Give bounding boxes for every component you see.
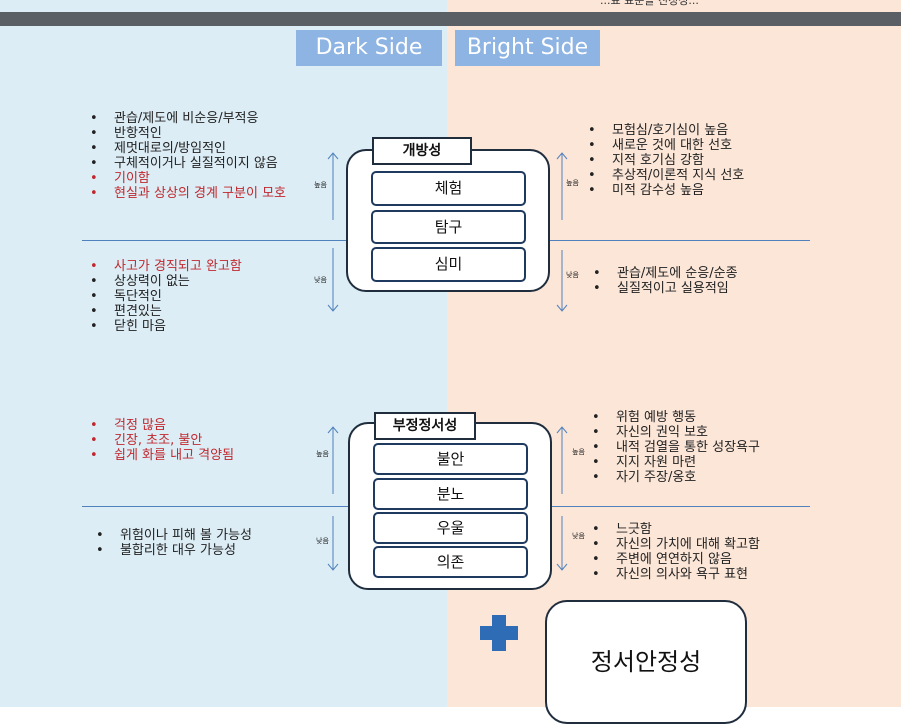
- list-item: 위험이나 피해 볼 가능성: [96, 528, 326, 543]
- bright-side-tab: Bright Side: [455, 30, 600, 66]
- top-bar: [0, 12, 901, 26]
- facet-depression: 우울: [373, 512, 528, 544]
- list-item: 관습/제도에 순응/순종: [593, 266, 793, 281]
- neuroticism-dark-arrow: [327, 426, 339, 571]
- neuroticism-dark-low-list: 위험이나 피해 볼 가능성불합리한 대우 가능성: [96, 528, 326, 558]
- neuroticism-title: 부정정서성: [374, 412, 476, 440]
- list-item: 지지 자원 마련: [592, 455, 807, 470]
- neuroticism-bright-low-label: 낮음: [572, 532, 585, 540]
- list-item: 걱정 많음: [90, 418, 300, 433]
- list-item: 자기 주장/옹호: [592, 470, 807, 485]
- neuroticism-bright-high-list: 위험 예방 행동자신의 권익 보호내적 검열을 통한 성장욕구지지 자원 마련자…: [592, 410, 807, 485]
- list-item: 느긋함: [592, 522, 807, 537]
- list-item: 모험심/호기심이 높음: [588, 123, 798, 138]
- list-item: 자신의 가치에 대해 확고함: [592, 537, 807, 552]
- list-item: 실질적이고 실용적임: [593, 281, 793, 296]
- openness-dark-low-label: 낮음: [314, 276, 327, 284]
- list-item: 내적 검열을 통한 성장욕구: [592, 440, 807, 455]
- openness-dark-high-label: 높음: [314, 181, 327, 189]
- openness-dark-low-list: 사고가 경직되고 완고함상상력이 없는독단적인편견있는닫힌 마음: [90, 259, 300, 334]
- top-text: ...표 표준을 진정성...: [600, 0, 699, 7]
- list-item: 편견있는: [90, 304, 300, 319]
- facet-anxiety: 불안: [373, 443, 528, 475]
- openness-dark-high-list: 관습/제도에 비순응/부적응반항적인제멋대로의/방임적인구체적이거나 실질적이지…: [90, 111, 290, 201]
- neuroticism-bright-high-label: 높음: [572, 448, 585, 456]
- facet-dependence: 의존: [373, 546, 528, 578]
- list-item: 자신의 권익 보호: [592, 425, 807, 440]
- openness-title: 개방성: [372, 137, 472, 165]
- openness-dark-arrow: [327, 152, 339, 312]
- list-item: 구체적이거나 실질적이지 않음: [90, 156, 290, 171]
- list-item: 추상적/이론적 지식 선호: [588, 168, 798, 183]
- list-item: 쉽게 화를 내고 격양됨: [90, 448, 300, 463]
- list-item: 자신의 의사와 욕구 표현: [592, 567, 807, 582]
- emotional-stability-box: 정서안정성: [545, 600, 747, 724]
- neuroticism-dark-high-label: 높음: [316, 450, 329, 458]
- facet-anger: 분노: [373, 478, 528, 510]
- list-item: 새로운 것에 대한 선호: [588, 138, 798, 153]
- openness-bright-low-label: 낮음: [566, 271, 579, 279]
- facet-exploration: 탐구: [371, 210, 526, 244]
- neuroticism-bright-arrow: [556, 426, 568, 571]
- list-item: 미적 감수성 높음: [588, 183, 798, 198]
- dark-side-panel: [0, 0, 447, 707]
- openness-bright-low-list: 관습/제도에 순응/순종실질적이고 실용적임: [593, 266, 793, 296]
- list-item: 제멋대로의/방임적인: [90, 141, 290, 156]
- facet-aesthetic: 심미: [371, 247, 526, 282]
- list-item: 현실과 상상의 경계 구분이 모호: [90, 186, 290, 201]
- list-item: 기이함: [90, 171, 290, 186]
- list-item: 반항적인: [90, 126, 290, 141]
- dark-side-tab: Dark Side: [296, 30, 442, 66]
- neuroticism-dark-low-label: 낮음: [316, 537, 329, 545]
- list-item: 상상력이 없는: [90, 274, 300, 289]
- list-item: 독단적인: [90, 289, 300, 304]
- neuroticism-dark-high-list: 걱정 많음긴장, 초조, 불안쉽게 화를 내고 격양됨: [90, 418, 300, 463]
- list-item: 불합리한 대우 가능성: [96, 543, 326, 558]
- openness-bright-arrow: [556, 152, 568, 312]
- list-item: 사고가 경직되고 완고함: [90, 259, 300, 274]
- neuroticism-bright-low-list: 느긋함자신의 가치에 대해 확고함주변에 연연하지 않음자신의 의사와 욕구 표…: [592, 522, 807, 582]
- list-item: 관습/제도에 비순응/부적응: [90, 111, 290, 126]
- plus-icon: [480, 615, 518, 651]
- list-item: 주변에 연연하지 않음: [592, 552, 807, 567]
- list-item: 긴장, 초조, 불안: [90, 433, 300, 448]
- list-item: 지적 호기심 강함: [588, 153, 798, 168]
- list-item: 닫힌 마음: [90, 319, 300, 334]
- facet-experience: 체험: [371, 171, 526, 206]
- list-item: 위험 예방 행동: [592, 410, 807, 425]
- openness-bright-high-list: 모험심/호기심이 높음새로운 것에 대한 선호지적 호기심 강함추상적/이론적 …: [588, 123, 798, 198]
- openness-bright-high-label: 높음: [566, 179, 579, 187]
